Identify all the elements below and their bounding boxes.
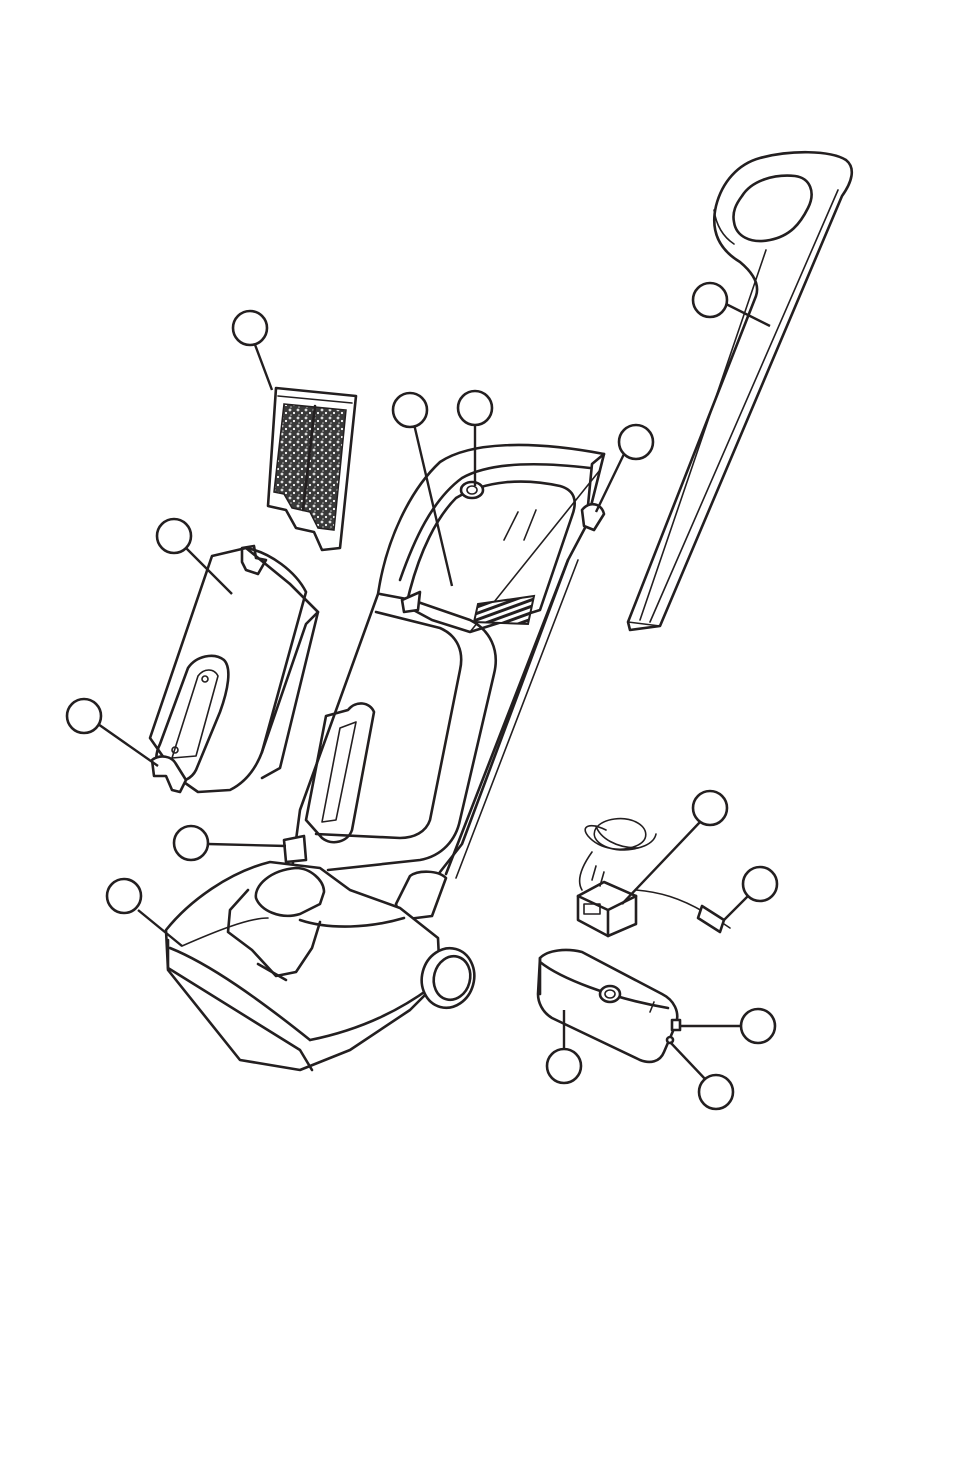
callout-dust-cup-latch xyxy=(67,699,158,766)
power-button-icon xyxy=(461,482,483,498)
callout-charger-plug xyxy=(724,867,777,920)
callout-charge-indicator xyxy=(670,1042,733,1109)
callout-charge-port xyxy=(680,1009,775,1043)
callout-nozzle-release xyxy=(174,826,286,860)
release-button-icon xyxy=(582,504,604,530)
callout-handle-release xyxy=(596,425,653,512)
callout-floor-nozzle xyxy=(107,879,182,946)
charge-port-icon xyxy=(672,1020,680,1030)
filter-icon xyxy=(268,388,356,550)
charger-plug-icon xyxy=(636,890,730,932)
wall-charger-icon xyxy=(578,819,656,936)
callout-filter xyxy=(233,311,272,390)
dust-cup-icon xyxy=(150,546,318,792)
nozzle-release-icon xyxy=(284,836,306,862)
vacuum-handle-icon xyxy=(628,152,852,630)
battery-pack-icon xyxy=(538,950,677,1062)
